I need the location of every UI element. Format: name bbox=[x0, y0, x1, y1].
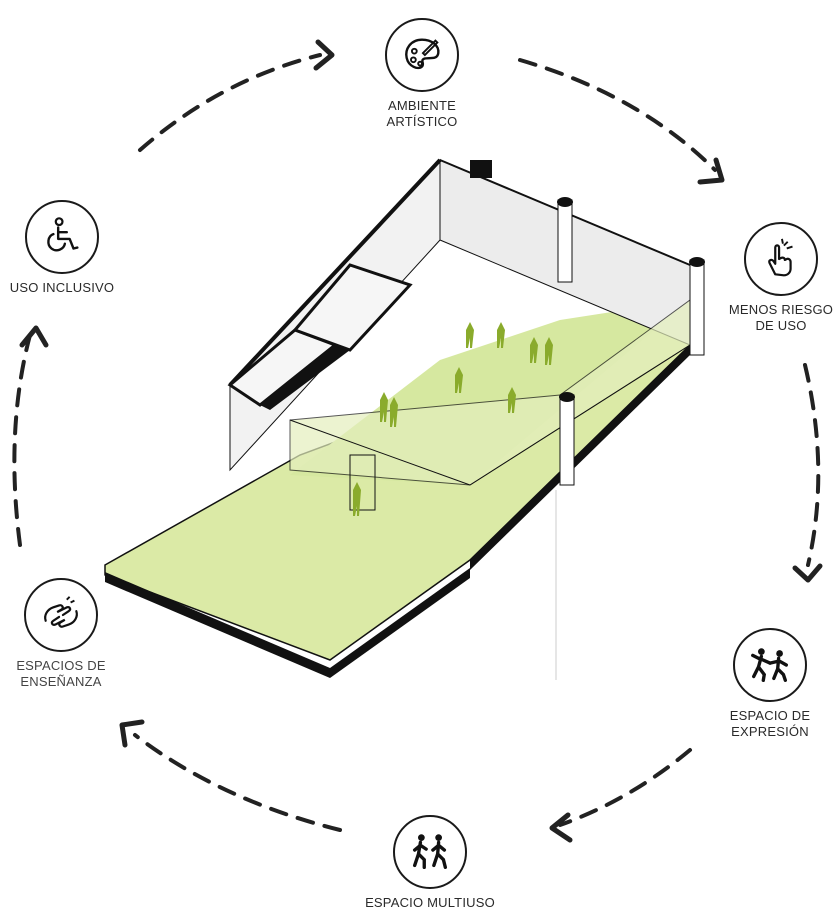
icon-circle bbox=[24, 578, 98, 652]
arrow-path-3 bbox=[803, 363, 821, 567]
building-axonometric bbox=[104, 158, 705, 680]
node-label: MENOS RIESGO DE USO bbox=[728, 302, 834, 333]
arrow-head-4 bbox=[549, 812, 573, 843]
arrow-head-3 bbox=[792, 563, 823, 583]
icon-circle bbox=[25, 200, 99, 274]
finger-gesture-icon bbox=[768, 238, 793, 277]
node-label: ESPACIOS DE ENSEÑANZA bbox=[16, 658, 106, 689]
arrow-path-5 bbox=[133, 733, 342, 832]
node-espacios-ensenanza: ESPACIOS DE ENSEÑANZA bbox=[6, 578, 116, 690]
running-people-icon bbox=[412, 834, 448, 870]
arrow-head-2 bbox=[697, 157, 725, 185]
icon-circle bbox=[393, 815, 467, 889]
arrow-path-4 bbox=[558, 748, 692, 827]
node-label: USO INCLUSIVO bbox=[9, 280, 115, 295]
icon-circle bbox=[385, 18, 459, 92]
arrow-path-6 bbox=[12, 333, 32, 547]
node-menos-riesgo: MENOS RIESGO DE USO bbox=[726, 222, 836, 334]
arrow-path-1 bbox=[138, 53, 322, 152]
cycle-arrows bbox=[12, 53, 821, 832]
node-espacio-expresion: ESPACIO DE EXPRESIÓN bbox=[715, 628, 825, 740]
node-ambiente-artistico: AMBIENTE ARTÍSTICO bbox=[372, 18, 472, 130]
node-label: ESPACIO DE EXPRESIÓN bbox=[729, 708, 811, 739]
node-label: AMBIENTE ARTÍSTICO bbox=[386, 98, 458, 129]
arrow-path-2 bbox=[518, 58, 717, 172]
arrow-head-5 bbox=[119, 719, 145, 748]
node-espacio-multiuso: ESPACIO MULTIUSO bbox=[365, 815, 495, 911]
dancing-people-icon bbox=[751, 648, 788, 683]
helping-hands-icon bbox=[44, 596, 78, 628]
node-uso-inclusivo: USO INCLUSIVO bbox=[2, 200, 122, 296]
icon-circle bbox=[744, 222, 818, 296]
wheelchair-icon bbox=[47, 217, 79, 252]
palette-icon bbox=[405, 38, 440, 70]
icon-circle bbox=[733, 628, 807, 702]
arrow-head-6 bbox=[19, 325, 49, 348]
arrow-head-1 bbox=[313, 39, 335, 71]
node-label: ESPACIO MULTIUSO bbox=[365, 895, 495, 910]
people-figures bbox=[353, 322, 553, 516]
